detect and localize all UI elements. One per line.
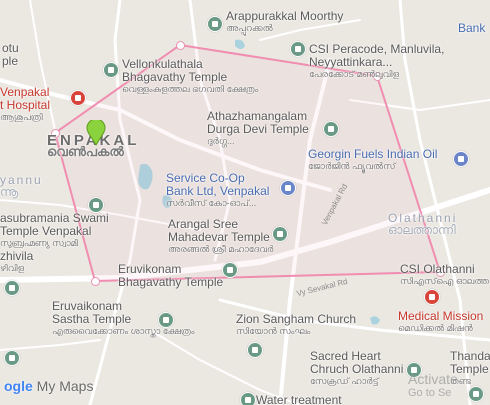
pin-icon[interactable] xyxy=(468,386,484,402)
place-csi-peracode[interactable]: CSI Peracode, Manluvila, Neyyattinkara..… xyxy=(309,42,445,80)
place-asubramania[interactable]: asubramania Swami Temple Venpakal സുബ്രഹ… xyxy=(0,211,109,249)
church-icon[interactable] xyxy=(247,342,263,358)
place-athazhamangalam[interactable]: Athazhamangalam Durga Devi Temple ദുർഗ്ഗ… xyxy=(207,109,309,147)
temple-icon[interactable] xyxy=(88,197,104,213)
hospital-icon[interactable] xyxy=(424,289,440,305)
place-arappurakkal[interactable]: Arappurakkal Moorthy അപ്പുറക്കൽ xyxy=(226,9,344,34)
place-eruvaikonam[interactable]: Eruvaikonam Sastha Temple എരുവൈക്കോണം ശാ… xyxy=(52,299,195,337)
hospital-icon[interactable] xyxy=(70,90,86,106)
bank-icon[interactable] xyxy=(280,180,296,196)
place-sacred-heart[interactable]: Sacred Heart Chruch Olathanni സേക്രഡ് ഹാ… xyxy=(310,349,404,387)
place-water-treatment[interactable]: Water treatment xyxy=(256,393,342,405)
temple-icon[interactable] xyxy=(272,226,288,242)
place-eruvikonam[interactable]: Eruvikonam Bhagavathy Temple xyxy=(118,262,224,289)
temple-icon[interactable] xyxy=(103,62,119,78)
water-bodies xyxy=(138,39,380,325)
location-marker-icon[interactable] xyxy=(86,120,106,146)
place-csi-olathanni[interactable]: CSI Olathanni സിഎസ്ഐ ഓലത്താന്നി xyxy=(400,262,490,287)
place-venpakal-hospital[interactable]: Venpakal t Hospital ആശുപത്രി xyxy=(0,85,51,123)
place-otu[interactable]: otu ple xyxy=(2,41,19,68)
polygon-vertex-2[interactable] xyxy=(176,41,185,50)
activation-watermark: Activate Go to Se xyxy=(408,371,458,399)
pin-icon[interactable] xyxy=(4,280,20,296)
place-arangal[interactable]: Arangal Sree Mahadevar Temple അരങ്ങൽ ശ്ര… xyxy=(168,217,274,255)
polygon-vertex-5[interactable] xyxy=(91,277,100,286)
place-thanda[interactable]: Thanda Temple തണ്ട xyxy=(450,349,490,387)
polygon-vertex-3[interactable] xyxy=(373,72,382,81)
google-my-maps-logo: ogle My Maps xyxy=(4,378,94,394)
place-olathanni: Olathanni ഓലത്താന്നി xyxy=(388,211,458,237)
temple-icon[interactable] xyxy=(158,312,174,328)
place-bank-edge[interactable]: Bank xyxy=(458,21,486,35)
place-venpakal[interactable]: ENPAKAL വെൺപകൽ xyxy=(47,133,136,159)
place-yannu: yannu ന്നൂ xyxy=(0,173,43,199)
place-medical-mission[interactable]: Medical Mission മെഡിക്കൽ മിഷൻ xyxy=(398,309,484,334)
temple-icon[interactable] xyxy=(222,262,238,278)
boundary-polygon xyxy=(53,43,442,283)
pin-icon[interactable] xyxy=(4,350,20,366)
polygon-vertex-4[interactable] xyxy=(436,268,445,277)
place-service-coop[interactable]: Service Co-Op Bank Ltd, Venpakal സർവീസ് … xyxy=(166,171,270,209)
fuel-station-icon[interactable] xyxy=(453,151,469,167)
place-zion[interactable]: Zion Sangham Church സിയോൻ സംഘം xyxy=(236,312,357,337)
place-georgin[interactable]: Georgin Fuels Indian Oil ജോർജിൻ ഫ്യൂവൽസ് xyxy=(308,147,438,172)
temple-icon[interactable] xyxy=(323,121,339,137)
pin-icon[interactable] xyxy=(240,392,256,405)
place-vellonkulathala[interactable]: Vellonkulathala Bhagavathy Temple വെള്ളം… xyxy=(122,57,259,95)
temple-icon[interactable] xyxy=(207,16,223,32)
church-icon[interactable] xyxy=(406,362,422,378)
church-icon[interactable] xyxy=(290,41,306,57)
polygon-vertex-1[interactable] xyxy=(51,129,60,138)
place-zhivila[interactable]: zhivila ഴിവിള xyxy=(0,249,34,274)
